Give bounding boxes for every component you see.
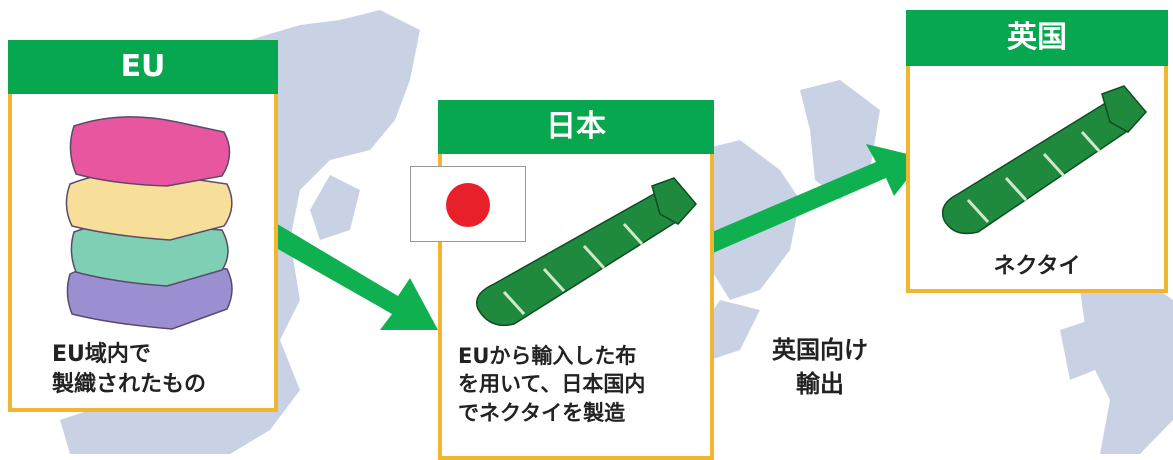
japan-flag-sun (446, 183, 490, 227)
eu-caption-line2: 製織されたもの (52, 371, 207, 397)
eu-card-caption: EU域内で 製織されたもの (52, 340, 206, 399)
japan-caption-line1: EUから輸入した布 (458, 344, 637, 368)
japan-card-caption: EUから輸入した布 を用いて、日本国内 でネクタイを製造 (458, 342, 645, 427)
japan-caption-line3: でネクタイを製造 (458, 400, 626, 425)
uk-card: 英国 ネクタイ (906, 10, 1168, 293)
japan-caption-line2: を用いて、日本国内 (458, 372, 646, 397)
japan-flag-icon (410, 166, 526, 242)
export-label-line1: 英国向け (772, 336, 868, 364)
eu-card: EU EU域内で 製織されたもの (8, 40, 278, 412)
export-label-line2: 輸出 (796, 369, 844, 398)
uk-card-caption: ネクタイ (993, 254, 1081, 279)
uk-card-title: 英国 (906, 10, 1168, 66)
striped-necktie-icon (476, 177, 697, 327)
export-label: 英国向け 輸出 (740, 334, 900, 401)
eu-card-title: EU (8, 40, 278, 94)
japan-card-title: 日本 (438, 100, 714, 154)
striped-necktie-icon (941, 85, 1147, 235)
eu-caption-line1: EU域内で (52, 342, 151, 367)
folded-fabric-stack-icon (65, 116, 233, 330)
japan-card: 日本 EUから輸入した布 を用いて、日本国内 でネクタイを製造 (438, 100, 714, 460)
